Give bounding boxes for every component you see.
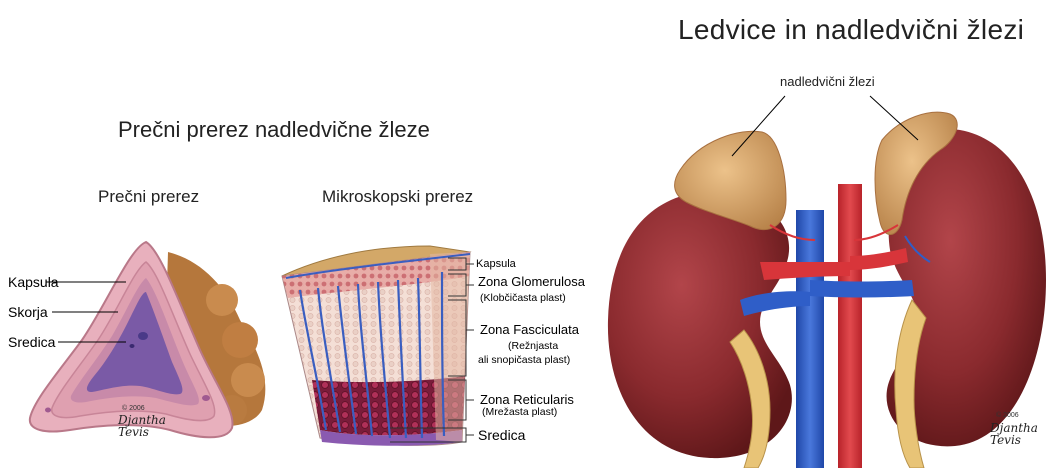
label-glomerulosa: Zona Glomerulosa <box>478 274 585 289</box>
label-fasciculata-sl2: ali snopičasta plast) <box>478 354 570 367</box>
label-adrenal-glands: nadledvični žlezi <box>780 74 875 89</box>
signature-2: Djantha Tevis <box>990 422 1040 446</box>
label-reticularis: Zona Reticularis <box>480 392 574 407</box>
label-micro-capsule: Kapsula <box>476 258 516 270</box>
signature-1: Djantha Tevis <box>118 414 162 438</box>
label-capsule: Kapsula <box>8 274 59 290</box>
label-fasciculata-sl1: (Režnjasta <box>508 340 558 353</box>
label-reticularis-sl: (Mrežasta plast) <box>482 406 557 419</box>
label-medulla: Sredica <box>8 334 55 350</box>
copyright-2: © 2006 <box>996 412 1019 419</box>
label-micro-medulla: Sredica <box>478 427 525 443</box>
micro-section-wedge <box>282 246 470 446</box>
cross-section-gland <box>30 242 265 437</box>
copyright-1: © 2006 <box>122 405 145 412</box>
label-fasciculata: Zona Fasciculata <box>480 322 579 337</box>
label-glomerulosa-sl: (Klobčičasta plast) <box>480 292 566 305</box>
kidneys-illustration <box>608 112 1046 468</box>
label-cortex: Skorja <box>8 304 48 320</box>
